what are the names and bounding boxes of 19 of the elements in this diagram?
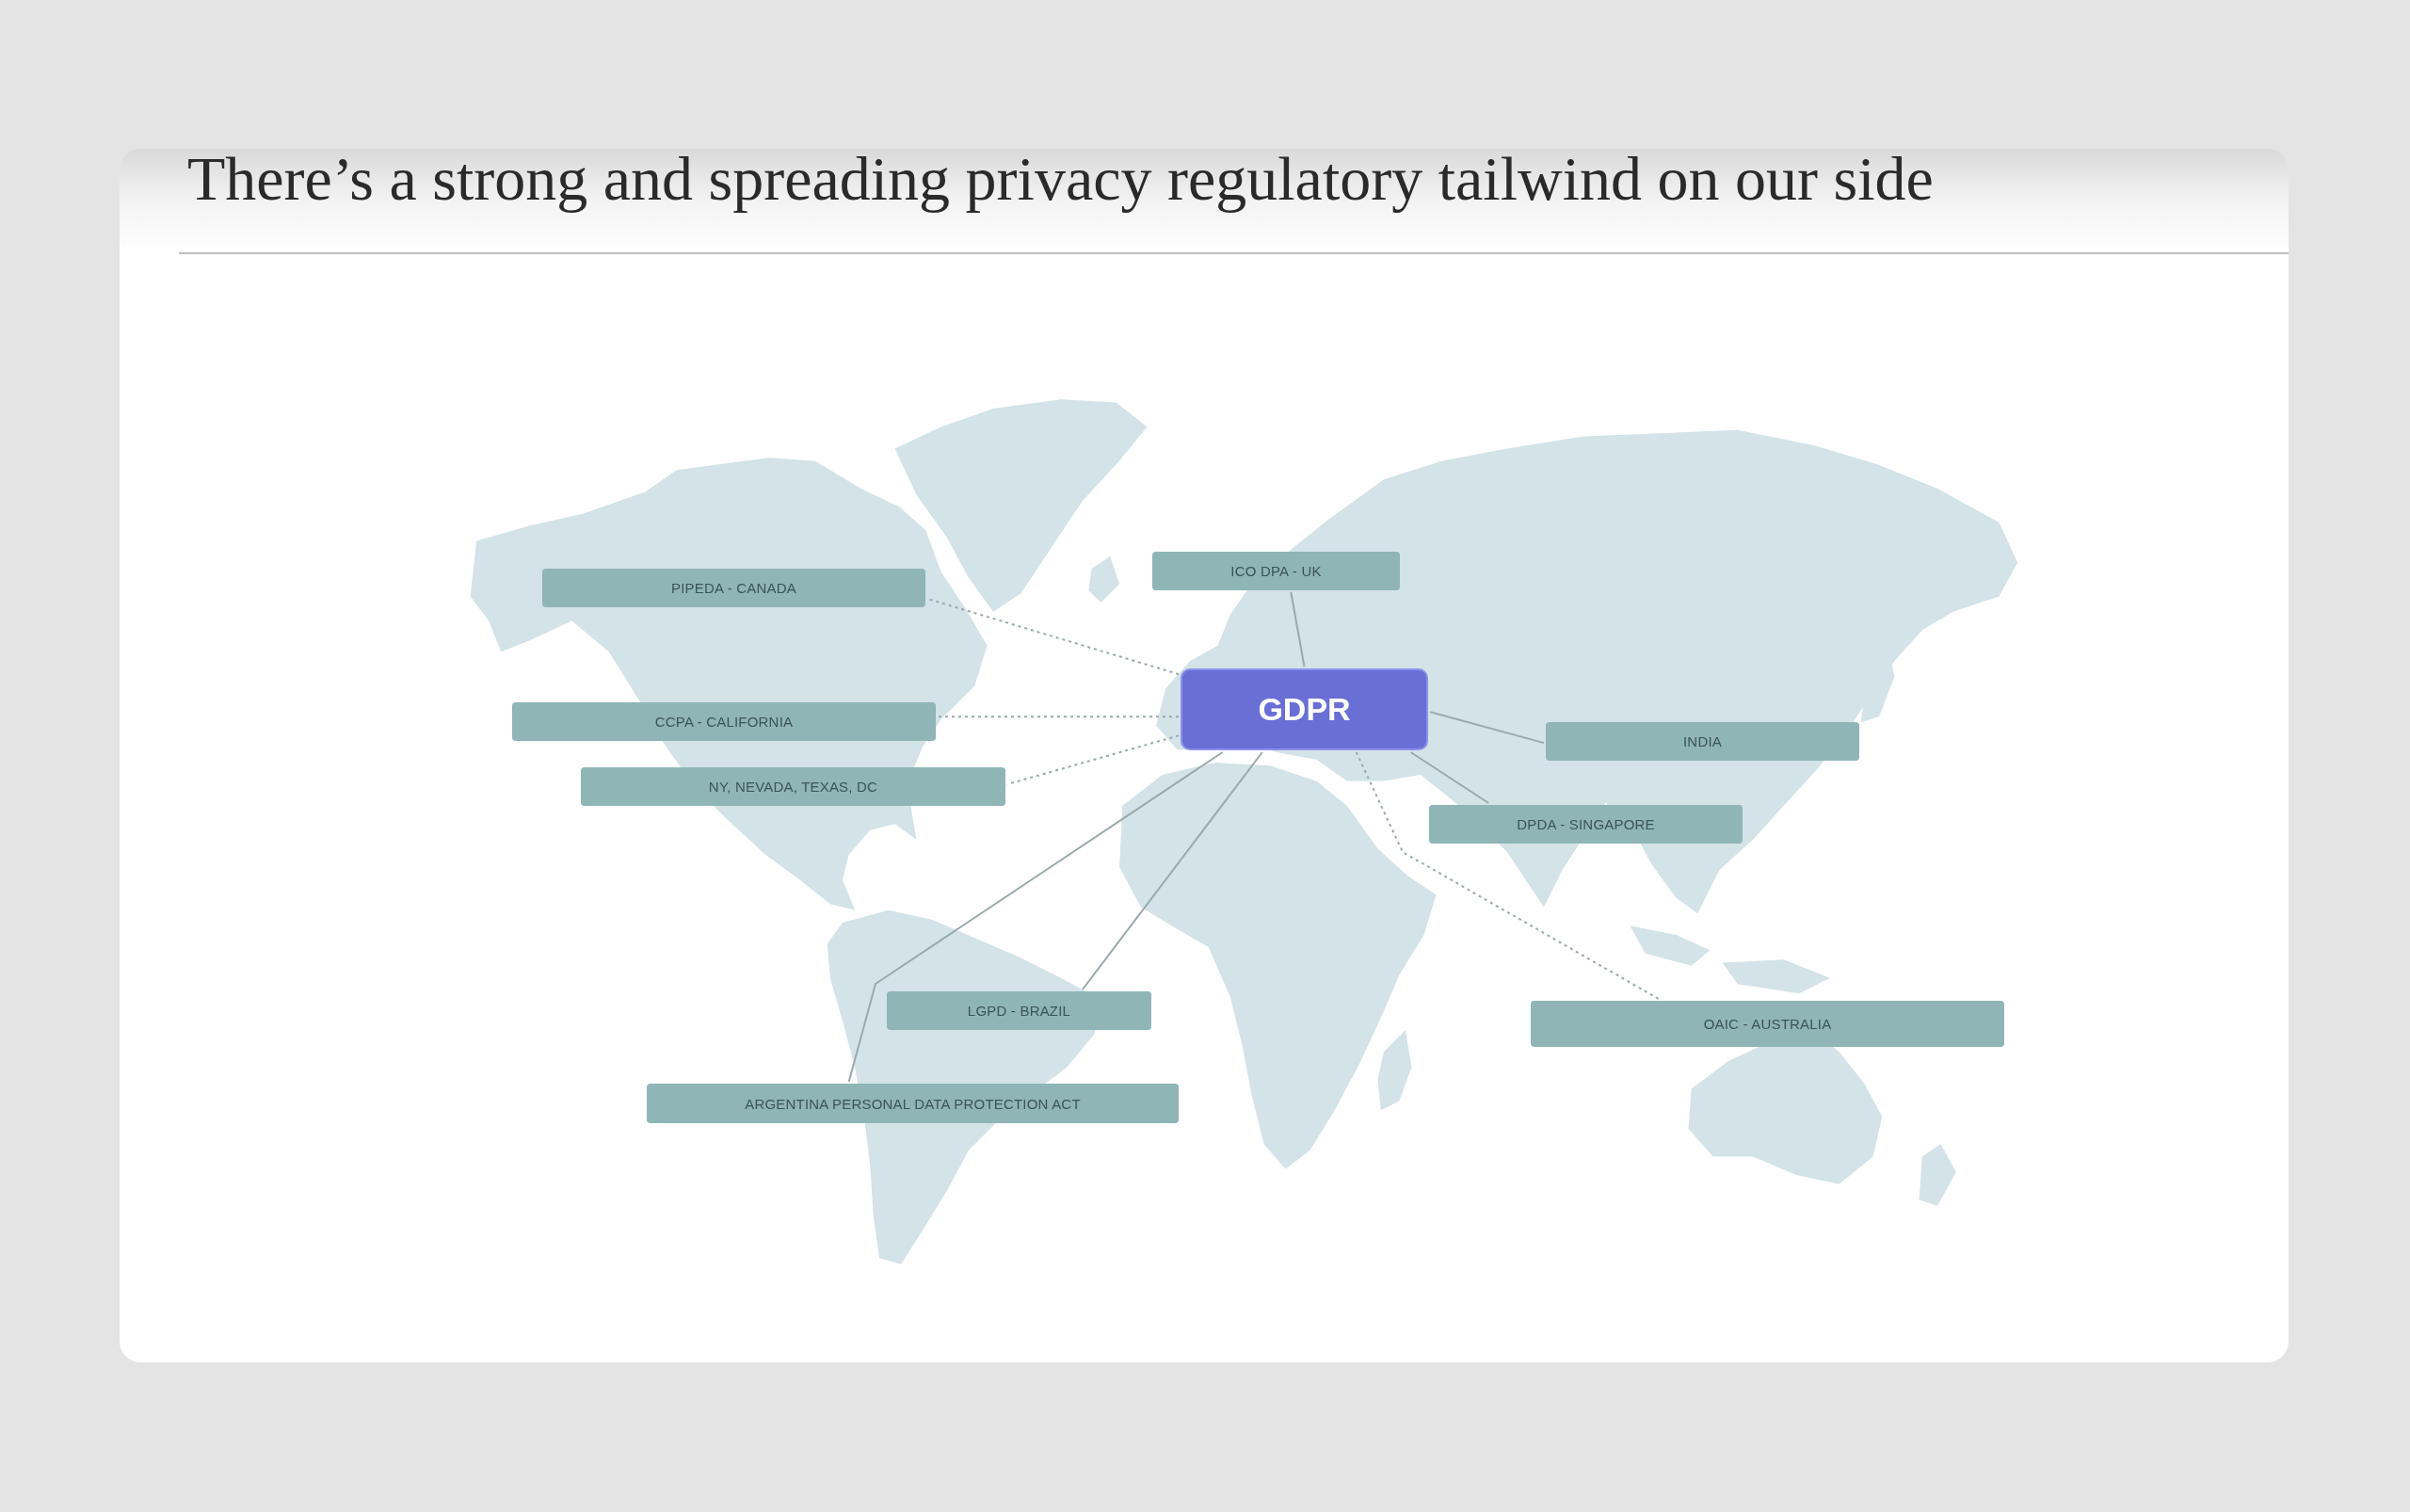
regulation-tag: OAIC - AUSTRALIA [1531,1001,2004,1047]
connector-line [847,751,1224,1083]
central-regulation-tag: GDPR [1181,668,1428,750]
connector-line [926,598,1180,676]
regulation-tag: DPDA - SINGAPORE [1429,805,1743,844]
regulation-tag: ARGENTINA PERSONAL DATA PROTECTION ACT [647,1084,1179,1123]
slide-title: There’s a strong and spreading privacy regulatory tailwind on our side [187,143,1934,215]
connector-line [1290,591,1306,668]
regulation-tag: CCPA - CALIFORNIA [512,702,936,741]
connector-line [1429,711,1545,745]
regulation-tag: NY, NEVADA, TEXAS, DC [581,767,1005,806]
connector-line [1355,751,1660,1000]
connector-line [1081,751,1263,990]
connector-line [1409,751,1490,804]
regulation-tag: ICO DPA - UK [1152,552,1400,590]
regulation-tag: LGPD - BRAZIL [887,991,1151,1030]
regulation-tag: PIPEDA - CANADA [542,569,925,607]
connector-line [937,716,1180,718]
regulation-tag: INDIA [1546,722,1859,761]
